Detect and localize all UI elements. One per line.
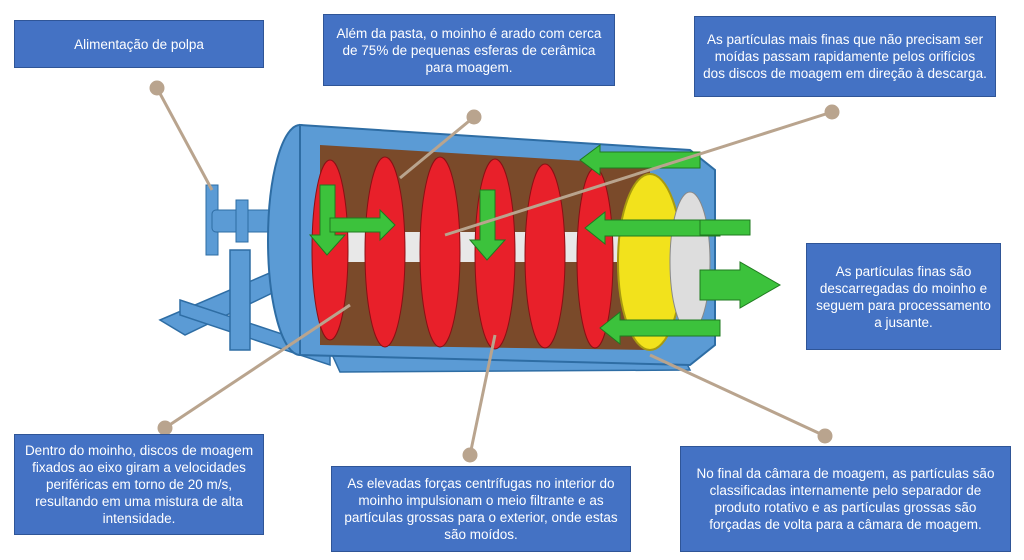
feed-pipe <box>205 184 283 256</box>
callout-separator: No final da câmara de moagem, as partícu… <box>680 446 1011 552</box>
callout-feed: Alimentação de polpa <box>14 20 264 68</box>
flow-arrows <box>308 144 782 346</box>
callout-centrifugal: As elevadas forças centrífugas no interi… <box>331 466 631 552</box>
callout-finest-particles: As partículas mais finas que não precisa… <box>694 16 996 97</box>
callout-discs: Dentro do moinho, discos de moagem fixad… <box>14 434 264 535</box>
leader-lines <box>149 80 840 463</box>
callout-discharge: As partículas finas são descarregadas do… <box>806 243 1001 350</box>
callout-beads: Além da pasta, o moinho é arado com cerc… <box>323 14 615 86</box>
